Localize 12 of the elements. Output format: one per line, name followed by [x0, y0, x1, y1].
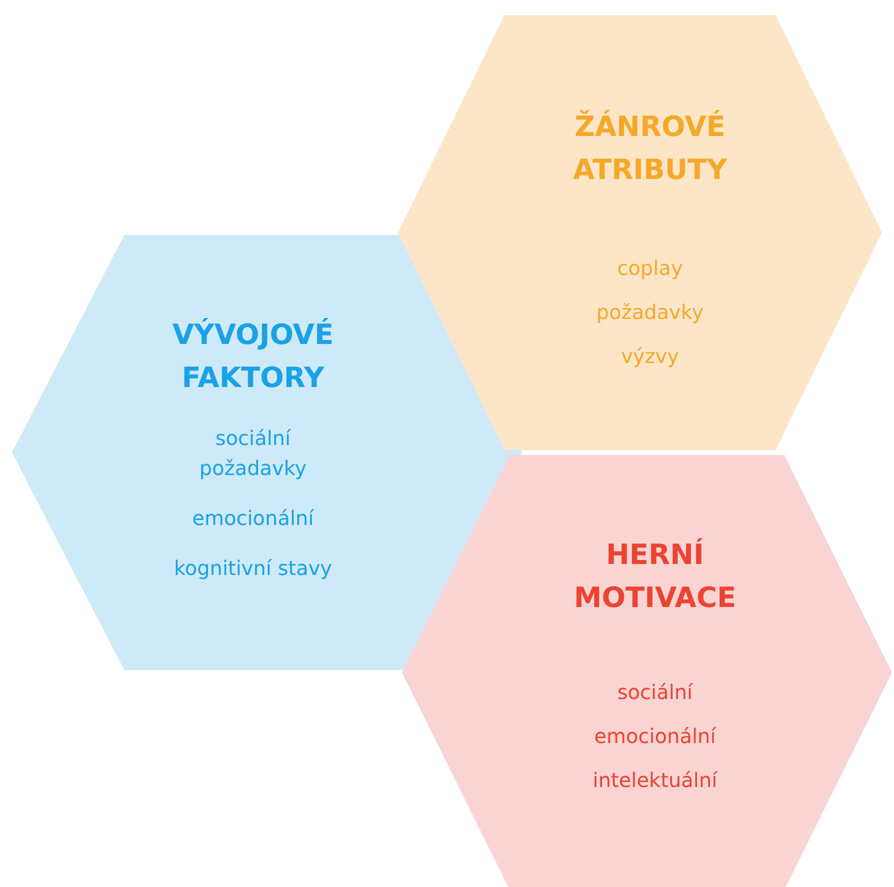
- tile-heading: HERNÍ MOTIVACE: [572, 537, 738, 616]
- tile-item: emocionální: [191, 505, 316, 532]
- tile-heading: ŽÁNROVÉ ATRIBUTY: [572, 109, 728, 188]
- tile-heading: VÝVOJOVÉ FAKTORY: [171, 317, 335, 396]
- tile-item: emocionální: [593, 723, 718, 750]
- tile-item: výzvy: [620, 343, 680, 370]
- tile-item: sociální: [616, 679, 694, 706]
- tile-item: sociální požadavky: [198, 425, 308, 482]
- tile-item: požadavky: [595, 299, 705, 326]
- tile-item: kognitivní stavy: [172, 555, 334, 582]
- tile-item: intelektuální: [592, 767, 718, 794]
- tile-item: coplay: [616, 255, 684, 282]
